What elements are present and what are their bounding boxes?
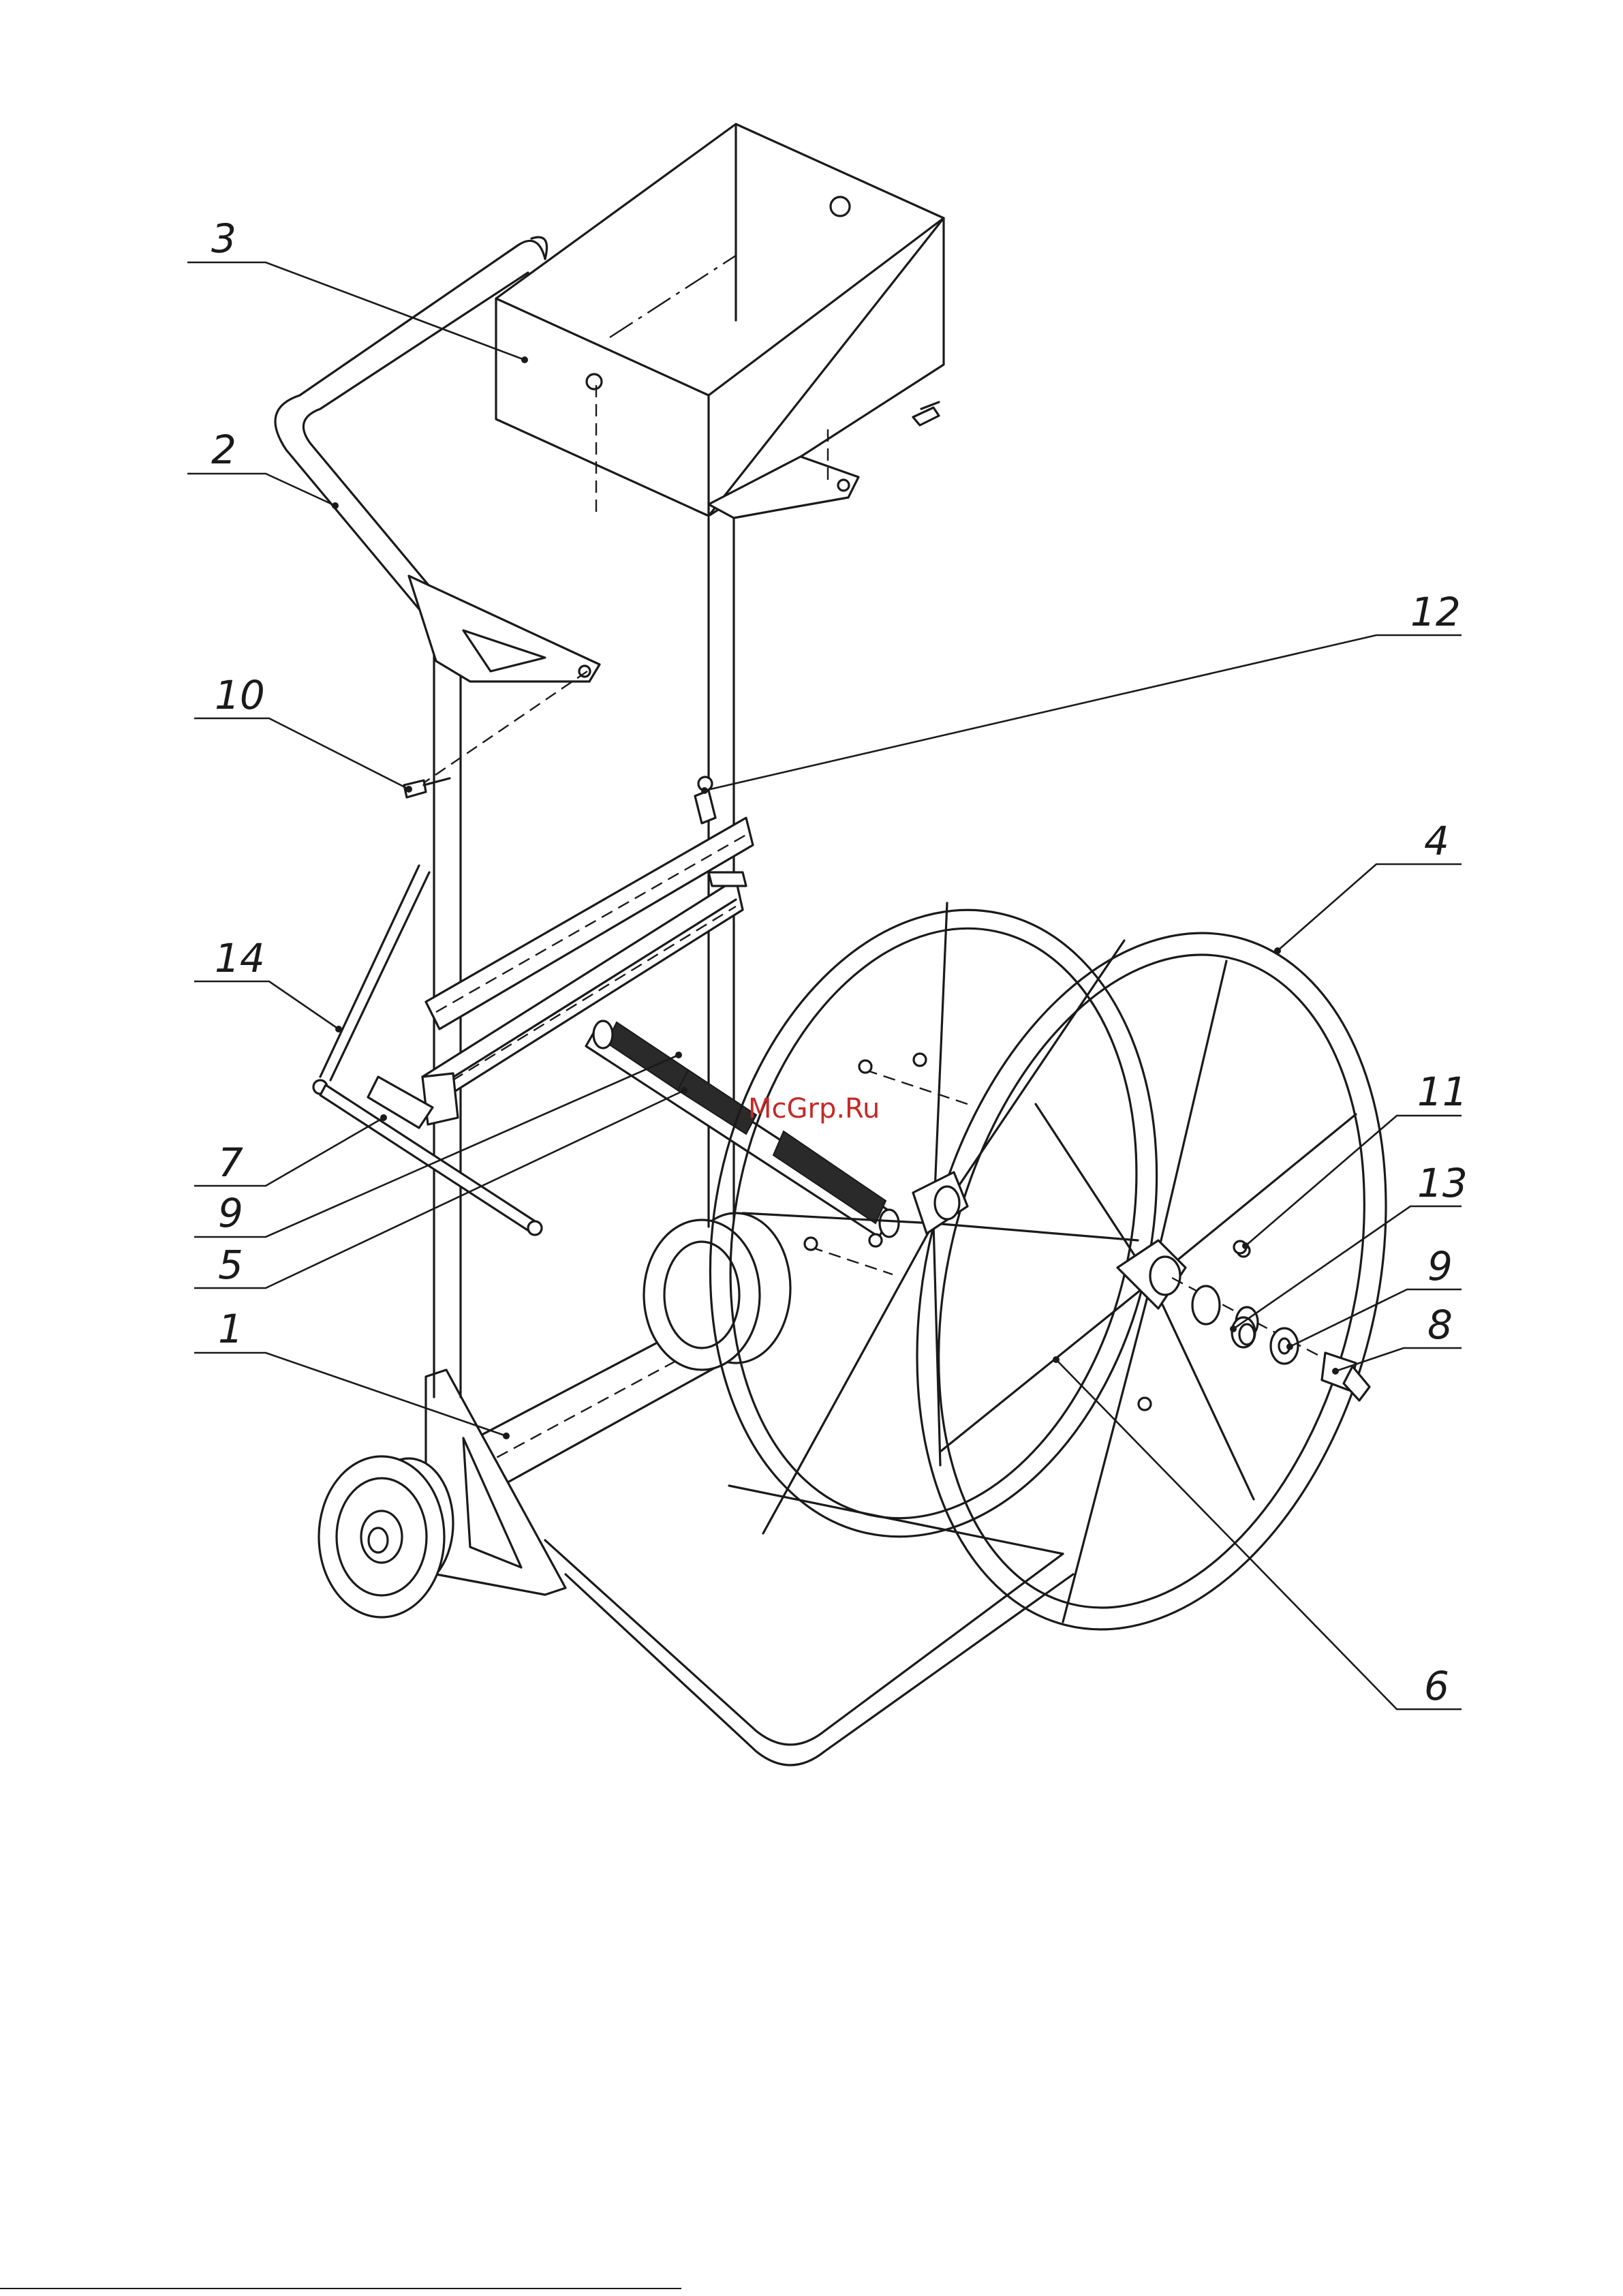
- callout-2: 2: [211, 427, 236, 473]
- callout-14: 14: [215, 935, 265, 981]
- spring-5: [586, 1021, 899, 1237]
- callout-12: 12: [1410, 589, 1461, 635]
- brake-arm-14: [313, 866, 429, 1094]
- callout-9a: 9: [218, 1190, 243, 1236]
- callout-6: 6: [1424, 1663, 1449, 1709]
- callout-11: 11: [1417, 1069, 1468, 1115]
- hopper-box: [422, 124, 944, 784]
- callout-10: 10: [215, 672, 265, 718]
- callout-4: 4: [1424, 818, 1449, 864]
- base-frame: [426, 1300, 1073, 1765]
- hub-hardware: [1172, 1241, 1370, 1400]
- callout-7: 7: [218, 1139, 243, 1186]
- callout-9b: 9: [1427, 1243, 1453, 1289]
- front-wheel: [319, 1456, 453, 1617]
- callout-5: 5: [218, 1242, 243, 1288]
- callout-8: 8: [1427, 1302, 1453, 1348]
- callout-1: 1: [218, 1306, 243, 1352]
- callout-3: 3: [211, 215, 236, 262]
- callout-13: 13: [1417, 1160, 1468, 1206]
- watermark: McGrp.Ru: [748, 1093, 880, 1124]
